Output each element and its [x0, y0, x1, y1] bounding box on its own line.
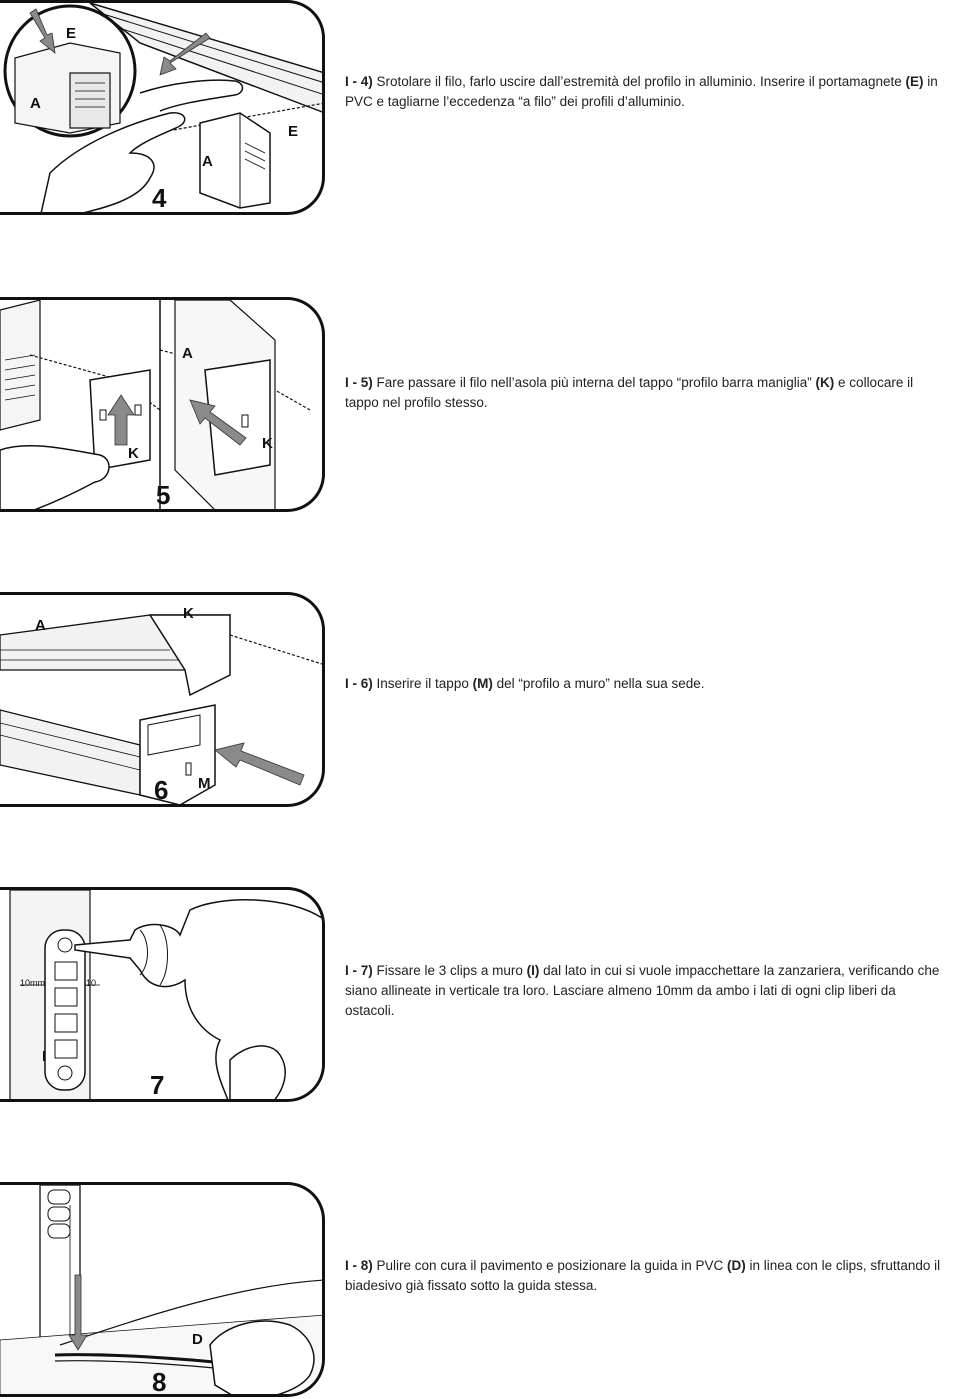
component-ref: (M) — [472, 676, 493, 691]
label-k-left: K — [128, 445, 139, 462]
step-number: 7 — [150, 1070, 165, 1100]
step-number: 4 — [152, 183, 167, 213]
step-number: 8 — [152, 1367, 167, 1397]
label-a-profile: A — [202, 153, 213, 170]
dimension-label-right: 10 — [86, 978, 97, 988]
floor-guide-illustration — [0, 1185, 322, 1394]
step-4-description: I - 4) Srotolare il filo, farlo uscire d… — [345, 72, 945, 112]
step-5-illustration: A K K 5 — [0, 297, 325, 512]
step-6-description: I - 6) Inserire il tappo (M) del “profil… — [345, 674, 945, 694]
step-text-part2: e collocare il tappo nel profilo stesso. — [345, 375, 914, 410]
step-prefix: I - 5) — [345, 375, 373, 390]
cap-insertion-illustration — [0, 300, 311, 509]
step-text-part2: in PVC e tagliarne l’eccedenza “a filo” … — [345, 74, 938, 109]
label-d: D — [192, 1331, 203, 1348]
step-7-illustration: 10mm 10 I 7 — [0, 887, 325, 1102]
step-text-part1: Pulire con cura il pavimento e posiziona… — [376, 1258, 724, 1273]
step-prefix: I - 4) — [345, 74, 373, 89]
label-a: A — [35, 617, 46, 634]
step-prefix: I - 8) — [345, 1258, 373, 1273]
drill-clips-illustration — [9, 890, 322, 1099]
step-number: 6 — [154, 775, 169, 805]
step-prefix: I - 6) — [345, 676, 373, 691]
step-7-description: I - 7) Fissare le 3 clips a muro (I) dal… — [345, 961, 945, 1021]
profile-wire-illustration — [3, 3, 322, 212]
step-number: 5 — [156, 480, 171, 510]
step-text-part1: Fissare le 3 clips a muro — [376, 963, 523, 978]
step-6-illustration: A K M 6 — [0, 592, 325, 807]
label-e-magnified: E — [66, 25, 77, 42]
label-a-magnified: A — [30, 95, 41, 112]
step-8-illustration: D 8 — [0, 1182, 325, 1397]
step-text-part1: Srotolare il filo, farlo uscire dall’est… — [376, 74, 902, 89]
wall-profile-cap-illustration — [0, 614, 322, 804]
label-k-right: K — [262, 435, 273, 452]
label-a: A — [182, 345, 193, 362]
label-m: M — [198, 775, 211, 792]
step-text-part2: dal lato in cui si vuole impacchettare l… — [345, 963, 940, 1018]
step-4-illustration: E A A E 4 — [0, 0, 325, 215]
step-5-description: I - 5) Fare passare il filo nell’asola p… — [345, 373, 945, 413]
step-text-part1: Fare passare il filo nell’asola più inte… — [376, 375, 812, 390]
component-ref: (E) — [905, 74, 924, 89]
label-k: K — [183, 605, 194, 622]
step-prefix: I - 7) — [345, 963, 373, 978]
step-8-description: I - 8) Pulire con cura il pavimento e po… — [345, 1256, 945, 1296]
label-i: I — [42, 1048, 47, 1065]
component-ref: (I) — [526, 963, 540, 978]
dimension-label-left: 10mm — [20, 978, 46, 988]
component-ref: (K) — [815, 375, 835, 390]
step-text-part2: in linea con le clips, sfruttando il bia… — [345, 1258, 941, 1293]
step-text-part1: Inserire il tappo — [376, 676, 469, 691]
component-ref: (D) — [727, 1258, 746, 1273]
label-e-profile: E — [288, 123, 299, 140]
step-text-part2: del “profilo a muro” nella sua sede. — [496, 676, 705, 691]
